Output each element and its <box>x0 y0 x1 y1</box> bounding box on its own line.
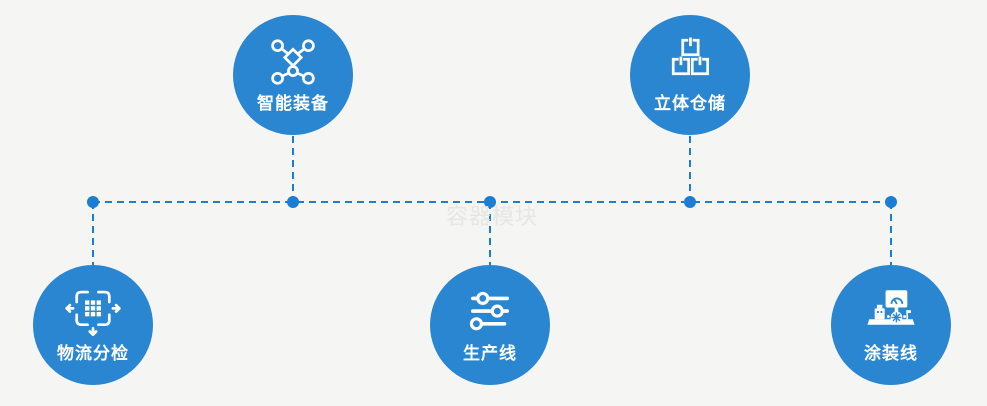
node-label: 物流分检 <box>57 344 129 364</box>
junction-dot <box>885 196 897 208</box>
junction-dot <box>87 196 99 208</box>
sliders-icon <box>469 291 510 331</box>
watermark-text: 容器模块 <box>446 205 539 230</box>
node-warehouse: 立体仓储 <box>630 15 750 135</box>
node-production-line: 生产线 <box>430 265 550 385</box>
junction-dot <box>484 196 496 208</box>
stacked-boxes-icon <box>671 37 710 76</box>
node-logistics-sorting: 物流分检 <box>33 265 153 385</box>
network-nodes-icon <box>271 39 315 85</box>
sort-distribute-icon <box>65 290 121 337</box>
node-label: 立体仓储 <box>654 94 726 114</box>
control-station-icon <box>867 290 915 325</box>
junction-dot <box>684 196 696 208</box>
node-label: 智能装备 <box>257 94 329 114</box>
node-smart-equipment: 智能装备 <box>233 15 353 135</box>
node-label: 涂装线 <box>864 344 918 364</box>
node-coating-line: 涂装线 <box>831 265 951 385</box>
node-label: 生产线 <box>463 344 517 364</box>
junction-dot <box>287 196 299 208</box>
